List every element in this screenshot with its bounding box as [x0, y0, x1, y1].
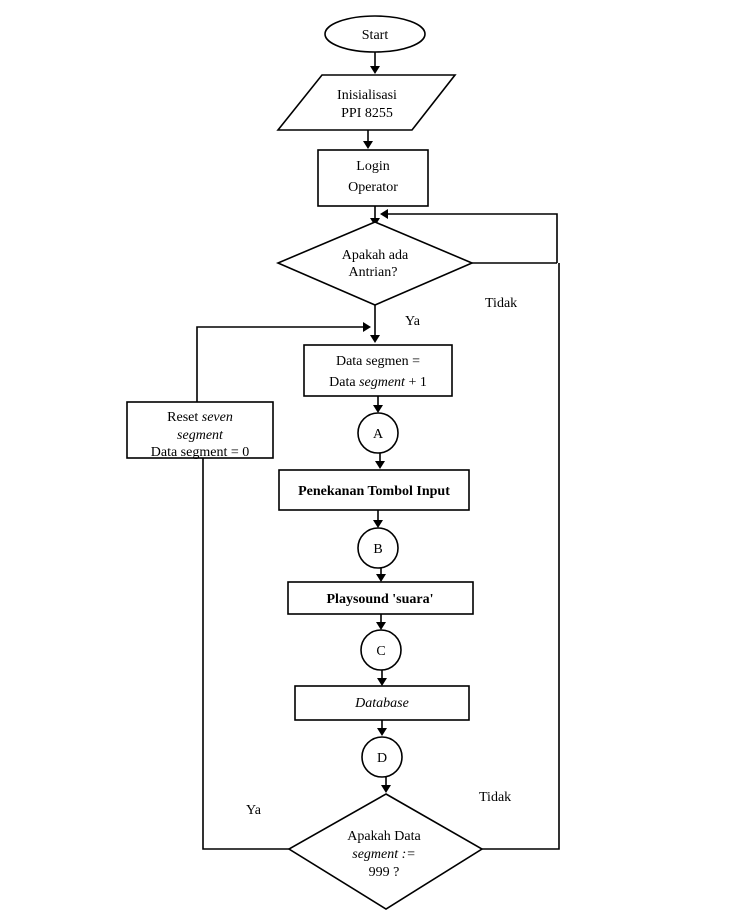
init-io-shape — [276, 74, 457, 131]
database-label: Database — [354, 696, 409, 711]
decision-999-line3: 999 ? — [369, 865, 400, 880]
arrow-head — [376, 574, 386, 582]
label-tidak-top: Tidak — [485, 296, 517, 311]
decision-queue — [275, 221, 475, 306]
connector-c — [360, 629, 402, 671]
decision-999 — [287, 793, 484, 910]
arrow-head — [377, 728, 387, 736]
connector-d-label: D — [377, 751, 387, 766]
arrow-head — [373, 520, 383, 528]
press-input-process — [278, 469, 470, 511]
arrow-head — [363, 141, 373, 149]
decision-queue-line1: Apakah ada — [342, 248, 409, 263]
decision-999-line1: Apakah Data — [347, 829, 421, 844]
reset-label-line2: segment — [177, 428, 224, 443]
decision-queue-line2: Antrian? — [349, 265, 398, 280]
label-tidak-bottom: Tidak — [479, 790, 511, 805]
arrow-head — [381, 785, 391, 793]
arrow-head — [370, 335, 380, 343]
tidak-bottom-branch-line — [482, 263, 560, 850]
start-label: Start — [362, 28, 389, 43]
reset-label-line1: Reset seven — [167, 410, 233, 425]
decision-999-line2: segment := — [352, 847, 416, 862]
login-label-line1: Login — [356, 159, 389, 174]
connector-a — [357, 412, 399, 454]
arrow-head — [373, 405, 383, 413]
press-input-label: Penekanan Tombol Input — [298, 484, 450, 499]
connector-b — [357, 527, 399, 569]
increment-label-line2: Data segment + 1 — [329, 375, 427, 390]
login-process — [317, 149, 429, 207]
init-label-line2: PPI 8255 — [341, 106, 393, 121]
connector-a-label: A — [373, 427, 384, 442]
login-label-line2: Operator — [348, 180, 398, 195]
ya-bottom-branch-line — [202, 458, 289, 850]
arrow-head — [375, 461, 385, 469]
connector-c-label: C — [376, 644, 385, 659]
database-process — [294, 685, 470, 721]
arrow-head — [380, 209, 388, 219]
increment-label-line1: Data segmen = — [336, 354, 420, 369]
arrow-head — [376, 622, 386, 630]
connector-d — [361, 736, 403, 778]
reset-label-line3: Data segment = 0 — [151, 445, 249, 460]
playsound-label: Playsound 'suara' — [327, 592, 434, 607]
loop-back-line — [386, 213, 558, 263]
init-label-line1: Inisialisasi — [337, 88, 397, 103]
label-ya-top: Ya — [405, 314, 421, 329]
arrow-head — [363, 322, 371, 332]
increment-process — [303, 344, 453, 397]
label-ya-bottom: Ya — [246, 803, 262, 818]
reset-loop-line — [196, 326, 364, 402]
reset-process — [126, 401, 274, 459]
arrow-head — [377, 678, 387, 686]
connector-b-label: B — [373, 542, 382, 557]
arrow-head — [370, 66, 380, 74]
